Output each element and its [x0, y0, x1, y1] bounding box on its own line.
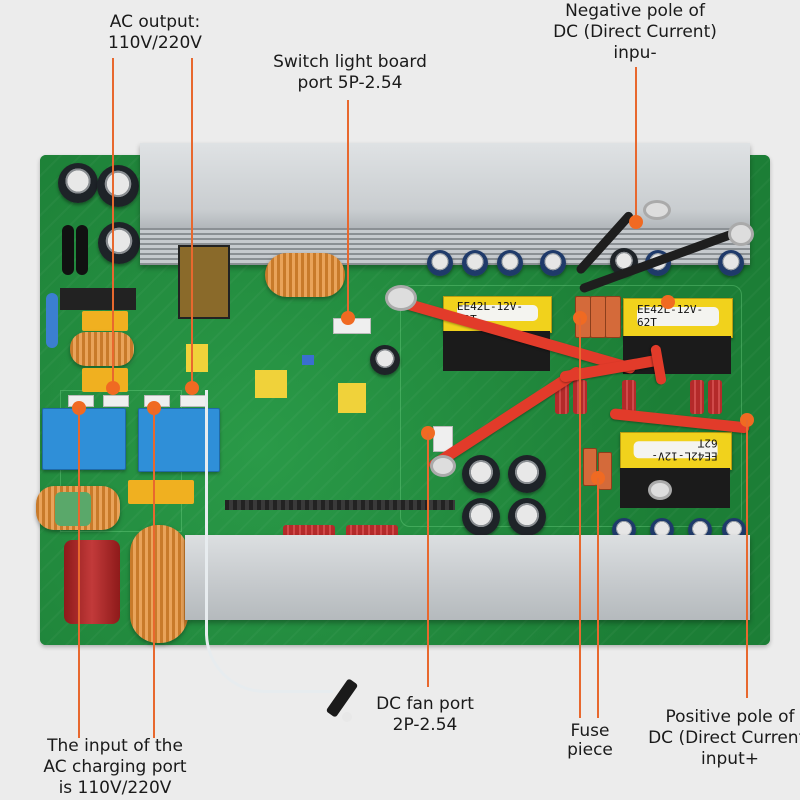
callout-text: DC (Direct Current): [553, 22, 717, 42]
callout-text: AC charging port: [43, 757, 187, 777]
capacitor: [98, 222, 140, 264]
ferrite-core: [55, 492, 91, 526]
leader-line-dc-fan: [427, 433, 429, 687]
marker-dot-transformer: [661, 295, 675, 309]
callout-ac-output: AC output: 110V/220V: [95, 12, 215, 54]
callout-text: 2P-2.54: [392, 715, 458, 735]
leader-line-dc-positive: [746, 420, 748, 698]
leader-line-dc-negative: [635, 67, 637, 222]
capacitor: [540, 250, 566, 276]
small-transformer: [186, 344, 208, 372]
callout-fuse: Fuse piece: [560, 722, 620, 760]
callout-text: DC fan port: [376, 694, 474, 714]
power-transformer: EE42L-12V-62T: [623, 298, 733, 338]
callout-text: AC output:: [109, 12, 201, 32]
toroid-inductor: [130, 525, 188, 643]
x-capacitor: [82, 311, 128, 331]
marker-dot-dc-negative: [629, 215, 643, 229]
ring-terminal: [648, 480, 672, 500]
trimmer-potentiometer: [302, 355, 314, 365]
leader-line-switch-light: [347, 100, 349, 318]
bottom-heatsink: [185, 535, 750, 620]
callout-text: input+: [701, 749, 759, 769]
callout-dc-negative: Negative pole of DC (Direct Current) inp…: [535, 1, 735, 64]
capacitor: [427, 250, 453, 276]
capacitor: [462, 455, 500, 493]
relay: [42, 408, 126, 470]
fuse: [590, 296, 606, 338]
pcb-trace-outline: [400, 285, 742, 527]
callout-text: 110V/220V: [108, 33, 202, 53]
capacitor: [718, 250, 744, 276]
ring-terminal: [430, 455, 456, 477]
y-capacitor: [46, 293, 58, 348]
film-capacitor: [690, 380, 704, 414]
toroid-inductor: [265, 253, 345, 297]
callout-text: inpu-: [613, 43, 657, 63]
aux-transformer: [178, 245, 230, 319]
film-capacitor: [708, 380, 722, 414]
capacitor: [462, 250, 488, 276]
callout-text: Switch light board: [273, 52, 427, 72]
film-capacitor: [622, 380, 636, 414]
transformer-core: [620, 468, 730, 508]
small-transformer: [338, 383, 366, 413]
leader-line-fuse: [597, 478, 599, 718]
toroid-inductor: [70, 332, 134, 366]
common-mode-choke: [60, 288, 136, 310]
callout-text: port 5P-2.54: [297, 73, 403, 93]
callout-text: DC (Direct Current): [648, 728, 800, 748]
callout-text: Negative pole of: [565, 1, 705, 21]
leader-line-ac-charging: [153, 408, 155, 738]
inductor: [62, 225, 74, 275]
x-capacitor: [128, 480, 194, 504]
callout-dc-positive: Positive pole of DC (Direct Current) inp…: [630, 707, 800, 770]
thermistor-tip: [342, 712, 352, 722]
terminal-header: [180, 395, 206, 407]
capacitor: [58, 163, 98, 203]
ring-terminal: [643, 200, 671, 220]
callout-dc-fan: DC fan port 2P-2.54: [365, 694, 485, 736]
fuse: [605, 296, 621, 338]
inductor: [76, 225, 88, 275]
capacitor: [462, 498, 500, 536]
leader-line-ac-output: [191, 58, 193, 388]
callout-text: is 110V/220V: [58, 778, 172, 798]
film-capacitor: [64, 540, 120, 624]
leader-line-ac-output: [112, 58, 114, 388]
capacitor: [497, 250, 523, 276]
terminal-header: [103, 395, 129, 407]
leader-line-fuse: [579, 318, 581, 718]
capacitor: [508, 498, 546, 536]
callout-text: Positive pole of: [665, 707, 795, 727]
capacitor: [97, 165, 139, 207]
transformer-label: EE42L-12V-62T: [636, 303, 720, 329]
capacitor: [508, 455, 546, 493]
leader-line-ac-charging: [78, 408, 80, 738]
power-transformer: EE42L-12V-62T: [620, 432, 732, 470]
marker-dot-ac-output: [106, 381, 120, 395]
callout-text: The input of the: [47, 736, 183, 756]
ring-terminal: [728, 222, 754, 246]
capacitor: [370, 345, 400, 375]
callout-switch-light-board: Switch light board port 5P-2.54: [255, 52, 445, 94]
thermistor-cable: [205, 390, 333, 693]
x-capacitor: [82, 368, 128, 392]
pin-header: [225, 500, 455, 510]
marker-dot-switch-light: [341, 311, 355, 325]
callout-ac-charging-input: The input of the AC charging port is 110…: [20, 736, 210, 799]
marker-dot-ac-output: [185, 381, 199, 395]
transformer-label: EE42L-12V-62T: [634, 437, 718, 463]
callout-text: Fuse: [570, 721, 610, 741]
ring-terminal: [385, 285, 417, 311]
callout-text: piece: [567, 740, 613, 760]
